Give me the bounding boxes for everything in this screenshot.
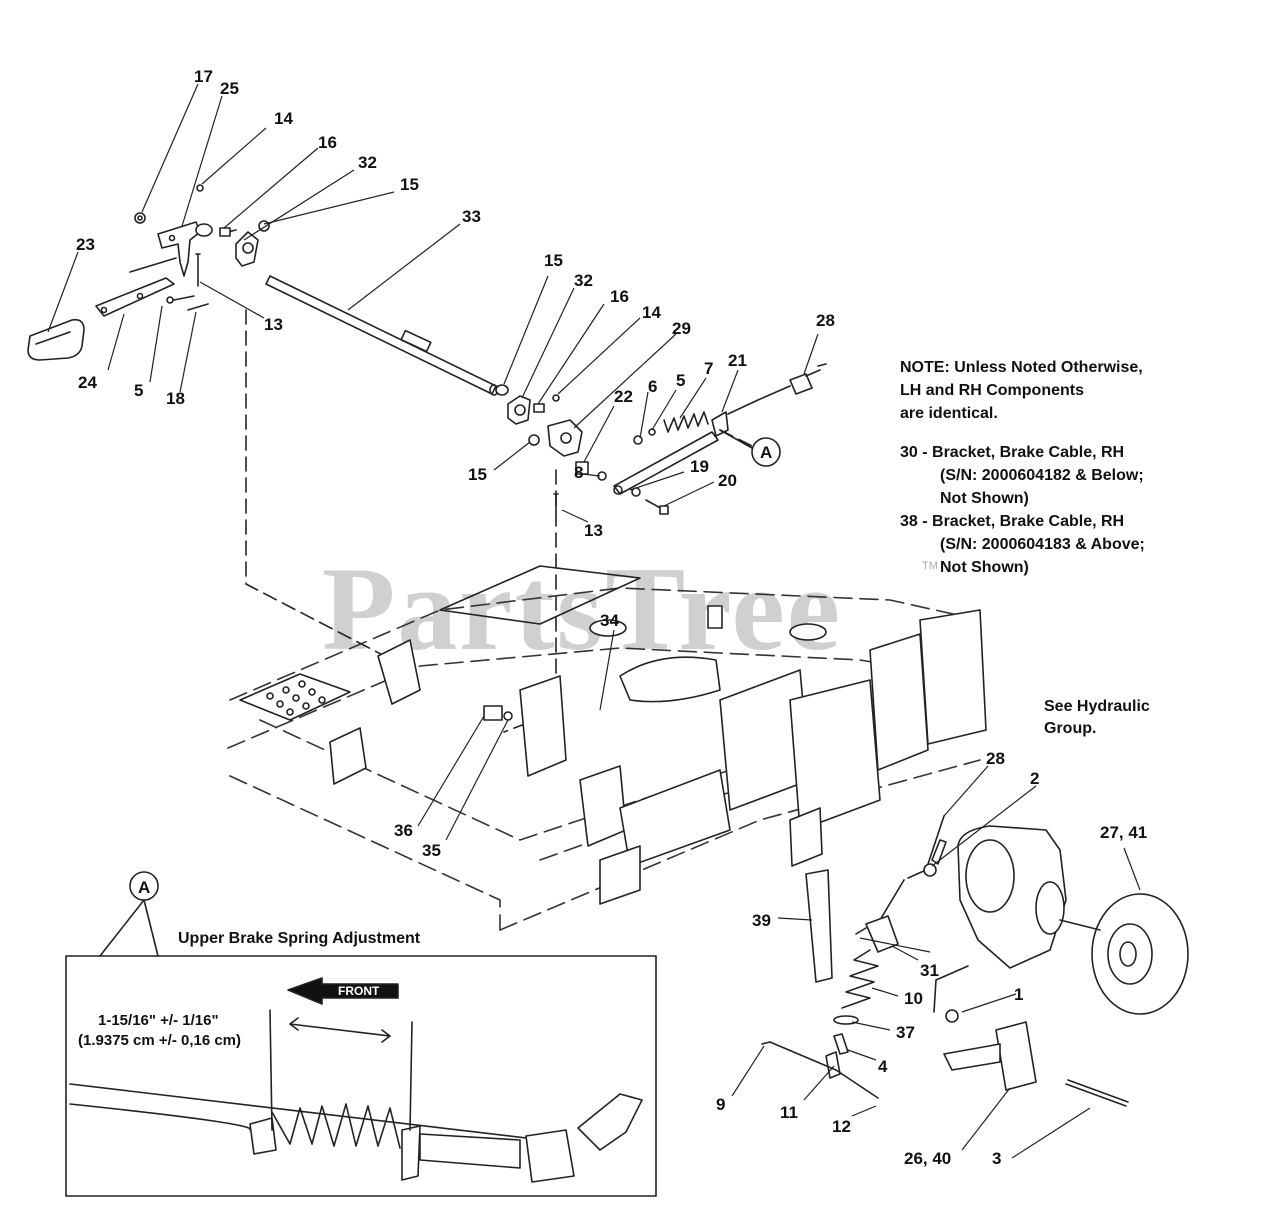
part-label: 4 xyxy=(878,1057,888,1076)
pivot-bracket-left xyxy=(134,184,213,311)
lower-brake-spring xyxy=(761,949,879,1099)
callout-a-circle xyxy=(751,437,781,467)
part-label: 22 xyxy=(614,387,633,406)
part-label: 12 xyxy=(832,1117,851,1136)
part-label: 21 xyxy=(728,351,747,370)
inset-cable-drawing xyxy=(69,1009,643,1183)
part-label: 16 xyxy=(610,287,629,306)
front-label: FRONT xyxy=(338,984,380,998)
brake-rotor xyxy=(1059,893,1189,1015)
brake-switch xyxy=(483,705,513,721)
part-label: 28 xyxy=(986,749,1005,768)
watermark-trademark: TM xyxy=(922,560,938,572)
part-label: 6 xyxy=(648,377,657,396)
part-label: 15 xyxy=(544,251,563,270)
part-label: 23 xyxy=(76,235,95,254)
note-line: NOTE: Unless Noted Otherwise, xyxy=(900,359,1143,376)
inset-title: Upper Brake Spring Adjustment xyxy=(178,930,421,947)
part-label: 27, 41 xyxy=(1100,823,1147,842)
callout-a-letter: A xyxy=(760,443,772,462)
part-label: 37 xyxy=(896,1023,915,1042)
chassis-plate xyxy=(239,673,351,721)
part-label: 11 xyxy=(780,1103,798,1122)
note-item-30: 30 - Bracket, Brake Cable, RH xyxy=(900,444,1125,461)
upper-brake-spring xyxy=(633,411,709,445)
part-label: 14 xyxy=(274,109,293,128)
part-label: 33 xyxy=(462,207,481,226)
part-label: 17 xyxy=(194,67,213,86)
part-label: 9 xyxy=(716,1095,725,1114)
note-item-38-detail: (S/N: 2000604183 & Above; xyxy=(940,536,1145,553)
note-item-30-detail: (S/N: 2000604182 & Below; xyxy=(940,467,1144,484)
hydraulic-reference: See Hydraulic Group. xyxy=(1044,696,1150,740)
pivot-bracket-right xyxy=(495,384,607,513)
part-label: 13 xyxy=(264,315,283,334)
part-label: 2 xyxy=(1030,769,1039,788)
part-labels: 17 25 14 16 32 15 33 23 13 24 5 18 15 32… xyxy=(76,67,1147,1168)
note-item-38-detail: Not Shown) xyxy=(940,559,1029,576)
note-line: LH and RH Components xyxy=(900,382,1084,399)
chassis-cross-members xyxy=(329,565,987,905)
leader-lines xyxy=(47,83,1141,1159)
brake-handle-arm xyxy=(95,257,177,317)
front-arrow xyxy=(287,977,399,1005)
shaft-bushing-left xyxy=(219,220,270,267)
part-label: 31 xyxy=(920,961,939,980)
part-label: 14 xyxy=(642,303,661,322)
part-label: 20 xyxy=(718,471,737,490)
note-block: NOTE: Unless Noted Otherwise, LH and RH … xyxy=(900,356,1145,579)
part-label: 25 xyxy=(220,79,239,98)
part-label: 7 xyxy=(704,359,713,378)
brake-bracket xyxy=(805,869,833,983)
hydraulic-reference-line: See Hydraulic xyxy=(1044,698,1150,715)
part-label: 34 xyxy=(600,611,619,630)
brake-handle-grip xyxy=(27,318,85,361)
cross-shaft xyxy=(265,275,499,396)
hydraulic-reference-line: Group. xyxy=(1044,720,1097,737)
cable-clevis xyxy=(855,915,899,953)
part-label: 19 xyxy=(690,457,709,476)
part-label: 5 xyxy=(134,381,143,400)
part-label: 10 xyxy=(904,989,923,1008)
part-label: 36 xyxy=(394,821,413,840)
brake-link-rod xyxy=(613,411,729,515)
hydraulic-motor xyxy=(923,825,1067,969)
part-label: 3 xyxy=(992,1149,1001,1168)
part-label: 15 xyxy=(400,175,419,194)
part-label: 29 xyxy=(672,319,691,338)
part-label: 15 xyxy=(468,465,487,484)
part-label: 16 xyxy=(318,133,337,152)
note-item-38: 38 - Bracket, Brake Cable, RH xyxy=(900,513,1125,530)
note-line: are identical. xyxy=(900,405,998,422)
part-label: 18 xyxy=(166,389,185,408)
part-label: 1 xyxy=(1014,985,1023,1004)
note-item-30-detail: Not Shown) xyxy=(940,490,1029,507)
part-label: 8 xyxy=(574,463,583,482)
part-label: 32 xyxy=(358,153,377,172)
part-label: 28 xyxy=(816,311,835,330)
part-label: 24 xyxy=(78,373,97,392)
dimension-imperial: 1-15/16" +/- 1/16" xyxy=(98,1012,219,1029)
part-label: 5 xyxy=(676,371,685,390)
dimension-metric: (1.9375 cm +/- 0,16 cm) xyxy=(78,1032,242,1049)
brake-cable-upper xyxy=(727,363,827,415)
part-label: 32 xyxy=(574,271,593,290)
brake-caliper xyxy=(933,965,1129,1107)
part-label: 39 xyxy=(752,911,771,930)
inset-callout-letter: A xyxy=(138,878,150,897)
part-label: 26, 40 xyxy=(904,1149,951,1168)
part-label: 35 xyxy=(422,841,441,860)
part-label: 13 xyxy=(584,521,603,540)
